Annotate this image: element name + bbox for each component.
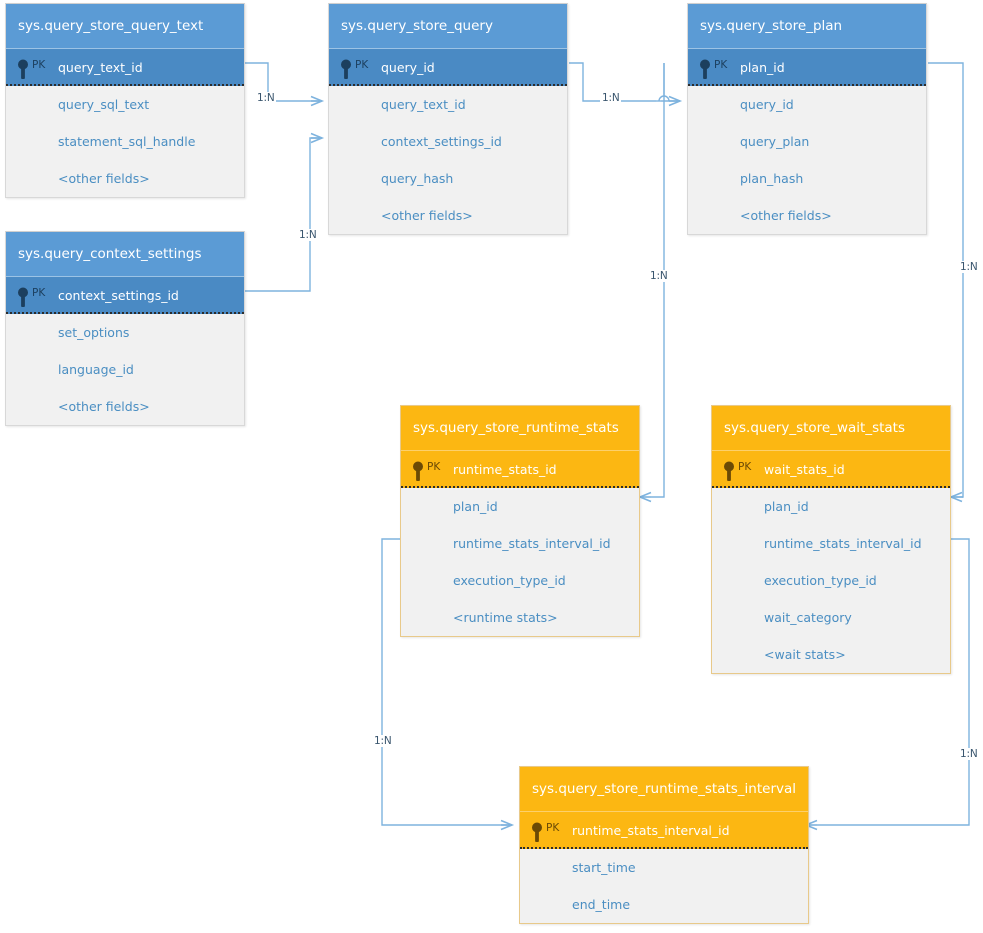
entity-query-store-query[interactable]: sys.query_store_query PK query_id query_…	[328, 3, 568, 235]
entity-query-store-runtime-stats-interval[interactable]: sys.query_store_runtime_stats_interval P…	[519, 766, 809, 924]
entity-title: sys.query_store_query_text	[6, 4, 244, 49]
field-row: <other fields>	[740, 208, 832, 223]
field-row: start_time	[572, 860, 636, 875]
key-icon: PK	[341, 57, 377, 79]
pk-row[interactable]: PK runtime_stats_id	[401, 451, 639, 488]
field-list: plan_id runtime_stats_interval_id execut…	[712, 488, 950, 673]
entity-title: sys.query_store_query	[329, 4, 567, 49]
arrowhead-plan-to-wait-stats	[950, 491, 963, 503]
pk-text: PK	[427, 461, 441, 473]
field-list: plan_id runtime_stats_interval_id execut…	[401, 488, 639, 636]
pk-row[interactable]: PK wait_stats_id	[712, 451, 950, 488]
key-icon: PK	[532, 820, 568, 842]
field-list: set_options language_id <other fields>	[6, 314, 244, 425]
key-icon: PK	[700, 57, 736, 79]
field-row: plan_hash	[740, 171, 804, 186]
pk-text: PK	[546, 822, 560, 834]
field-list: query_sql_text statement_sql_handle <oth…	[6, 86, 244, 197]
pk-text: PK	[32, 59, 46, 71]
pk-text: PK	[355, 59, 369, 71]
entity-title: sys.query_store_runtime_stats	[401, 406, 639, 451]
arrowhead-plan-to-runtime-stats	[639, 491, 652, 503]
entity-query-store-plan[interactable]: sys.query_store_plan PK plan_id query_id…	[687, 3, 927, 235]
field-row: runtime_stats_interval_id	[764, 536, 922, 551]
entity-title: sys.query_store_plan	[688, 4, 926, 49]
field-row: <other fields>	[58, 399, 150, 414]
field-row: query_sql_text	[58, 97, 150, 112]
field-row: query_plan	[740, 134, 810, 149]
pk-field-name: runtime_stats_interval_id	[572, 823, 730, 838]
field-row: <runtime stats>	[453, 610, 558, 625]
pk-row[interactable]: PK query_id	[329, 49, 567, 86]
cardinality-label-r7: 1:N	[958, 748, 980, 760]
field-row: set_options	[58, 325, 130, 340]
pk-field-name: context_settings_id	[58, 288, 179, 303]
pk-field-name: wait_stats_id	[764, 462, 845, 477]
arrowhead-query-to-plan	[668, 95, 681, 107]
key-icon: PK	[18, 57, 54, 79]
field-row: context_settings_id	[381, 134, 502, 149]
field-list: query_text_id context_settings_id query_…	[329, 86, 567, 234]
arrowhead-interval-to-runtime-stats	[500, 819, 513, 831]
field-row: query_id	[740, 97, 794, 112]
pk-row[interactable]: PK runtime_stats_interval_id	[520, 812, 808, 849]
pk-field-name: runtime_stats_id	[453, 462, 557, 477]
entity-title: sys.query_store_wait_stats	[712, 406, 950, 451]
arrowhead-query-text-to-query	[310, 95, 323, 107]
key-icon: PK	[724, 459, 760, 481]
arrowhead-context-settings-to-query	[310, 132, 323, 144]
field-row: language_id	[58, 362, 134, 377]
field-list: query_id query_plan plan_hash <other fie…	[688, 86, 926, 234]
pk-field-name: query_text_id	[58, 60, 143, 75]
entity-title: sys.query_context_settings	[6, 232, 244, 277]
pk-text: PK	[738, 461, 752, 473]
cardinality-label-r6: 1:N	[372, 735, 394, 747]
pk-row[interactable]: PK plan_id	[688, 49, 926, 86]
key-icon: PK	[413, 459, 449, 481]
pk-row[interactable]: PK query_text_id	[6, 49, 244, 86]
pk-text: PK	[32, 287, 46, 299]
relationship-context-settings-to-query	[245, 137, 322, 292]
pk-field-name: plan_id	[740, 60, 785, 75]
pk-row[interactable]: PK context_settings_id	[6, 277, 244, 314]
field-row: query_hash	[381, 171, 454, 186]
field-row: plan_id	[453, 499, 498, 514]
entity-query-store-runtime-stats[interactable]: sys.query_store_runtime_stats PK runtime…	[400, 405, 640, 637]
cardinality-label-r5: 1:N	[958, 261, 980, 273]
field-row: execution_type_id	[453, 573, 566, 588]
field-row: runtime_stats_interval_id	[453, 536, 611, 551]
entity-title: sys.query_store_runtime_stats_interval	[520, 767, 808, 812]
field-list: start_time end_time	[520, 849, 808, 923]
entity-query-context-settings[interactable]: sys.query_context_settings PK context_se…	[5, 231, 245, 426]
field-row: execution_type_id	[764, 573, 877, 588]
cardinality-label-r4: 1:N	[648, 270, 670, 282]
field-row: query_text_id	[381, 97, 466, 112]
field-row: statement_sql_handle	[58, 134, 196, 149]
key-icon: PK	[18, 285, 54, 307]
entity-query-store-query-text[interactable]: sys.query_store_query_text PK query_text…	[5, 3, 245, 198]
field-row: <other fields>	[58, 171, 150, 186]
field-row: <other fields>	[381, 208, 473, 223]
field-row: <wait stats>	[764, 647, 846, 662]
field-row: wait_category	[764, 610, 852, 625]
field-row: plan_id	[764, 499, 809, 514]
cardinality-label-r2: 1:N	[297, 229, 319, 241]
pk-field-name: query_id	[381, 60, 435, 75]
cardinality-label-r3: 1:N	[600, 92, 622, 104]
pk-text: PK	[714, 59, 728, 71]
line-jump-arc	[658, 95, 670, 102]
entity-query-store-wait-stats[interactable]: sys.query_store_wait_stats PK wait_stats…	[711, 405, 951, 674]
relationship-query-to-plan	[569, 62, 680, 102]
cardinality-label-r1: 1:N	[255, 92, 277, 104]
field-row: end_time	[572, 897, 631, 912]
